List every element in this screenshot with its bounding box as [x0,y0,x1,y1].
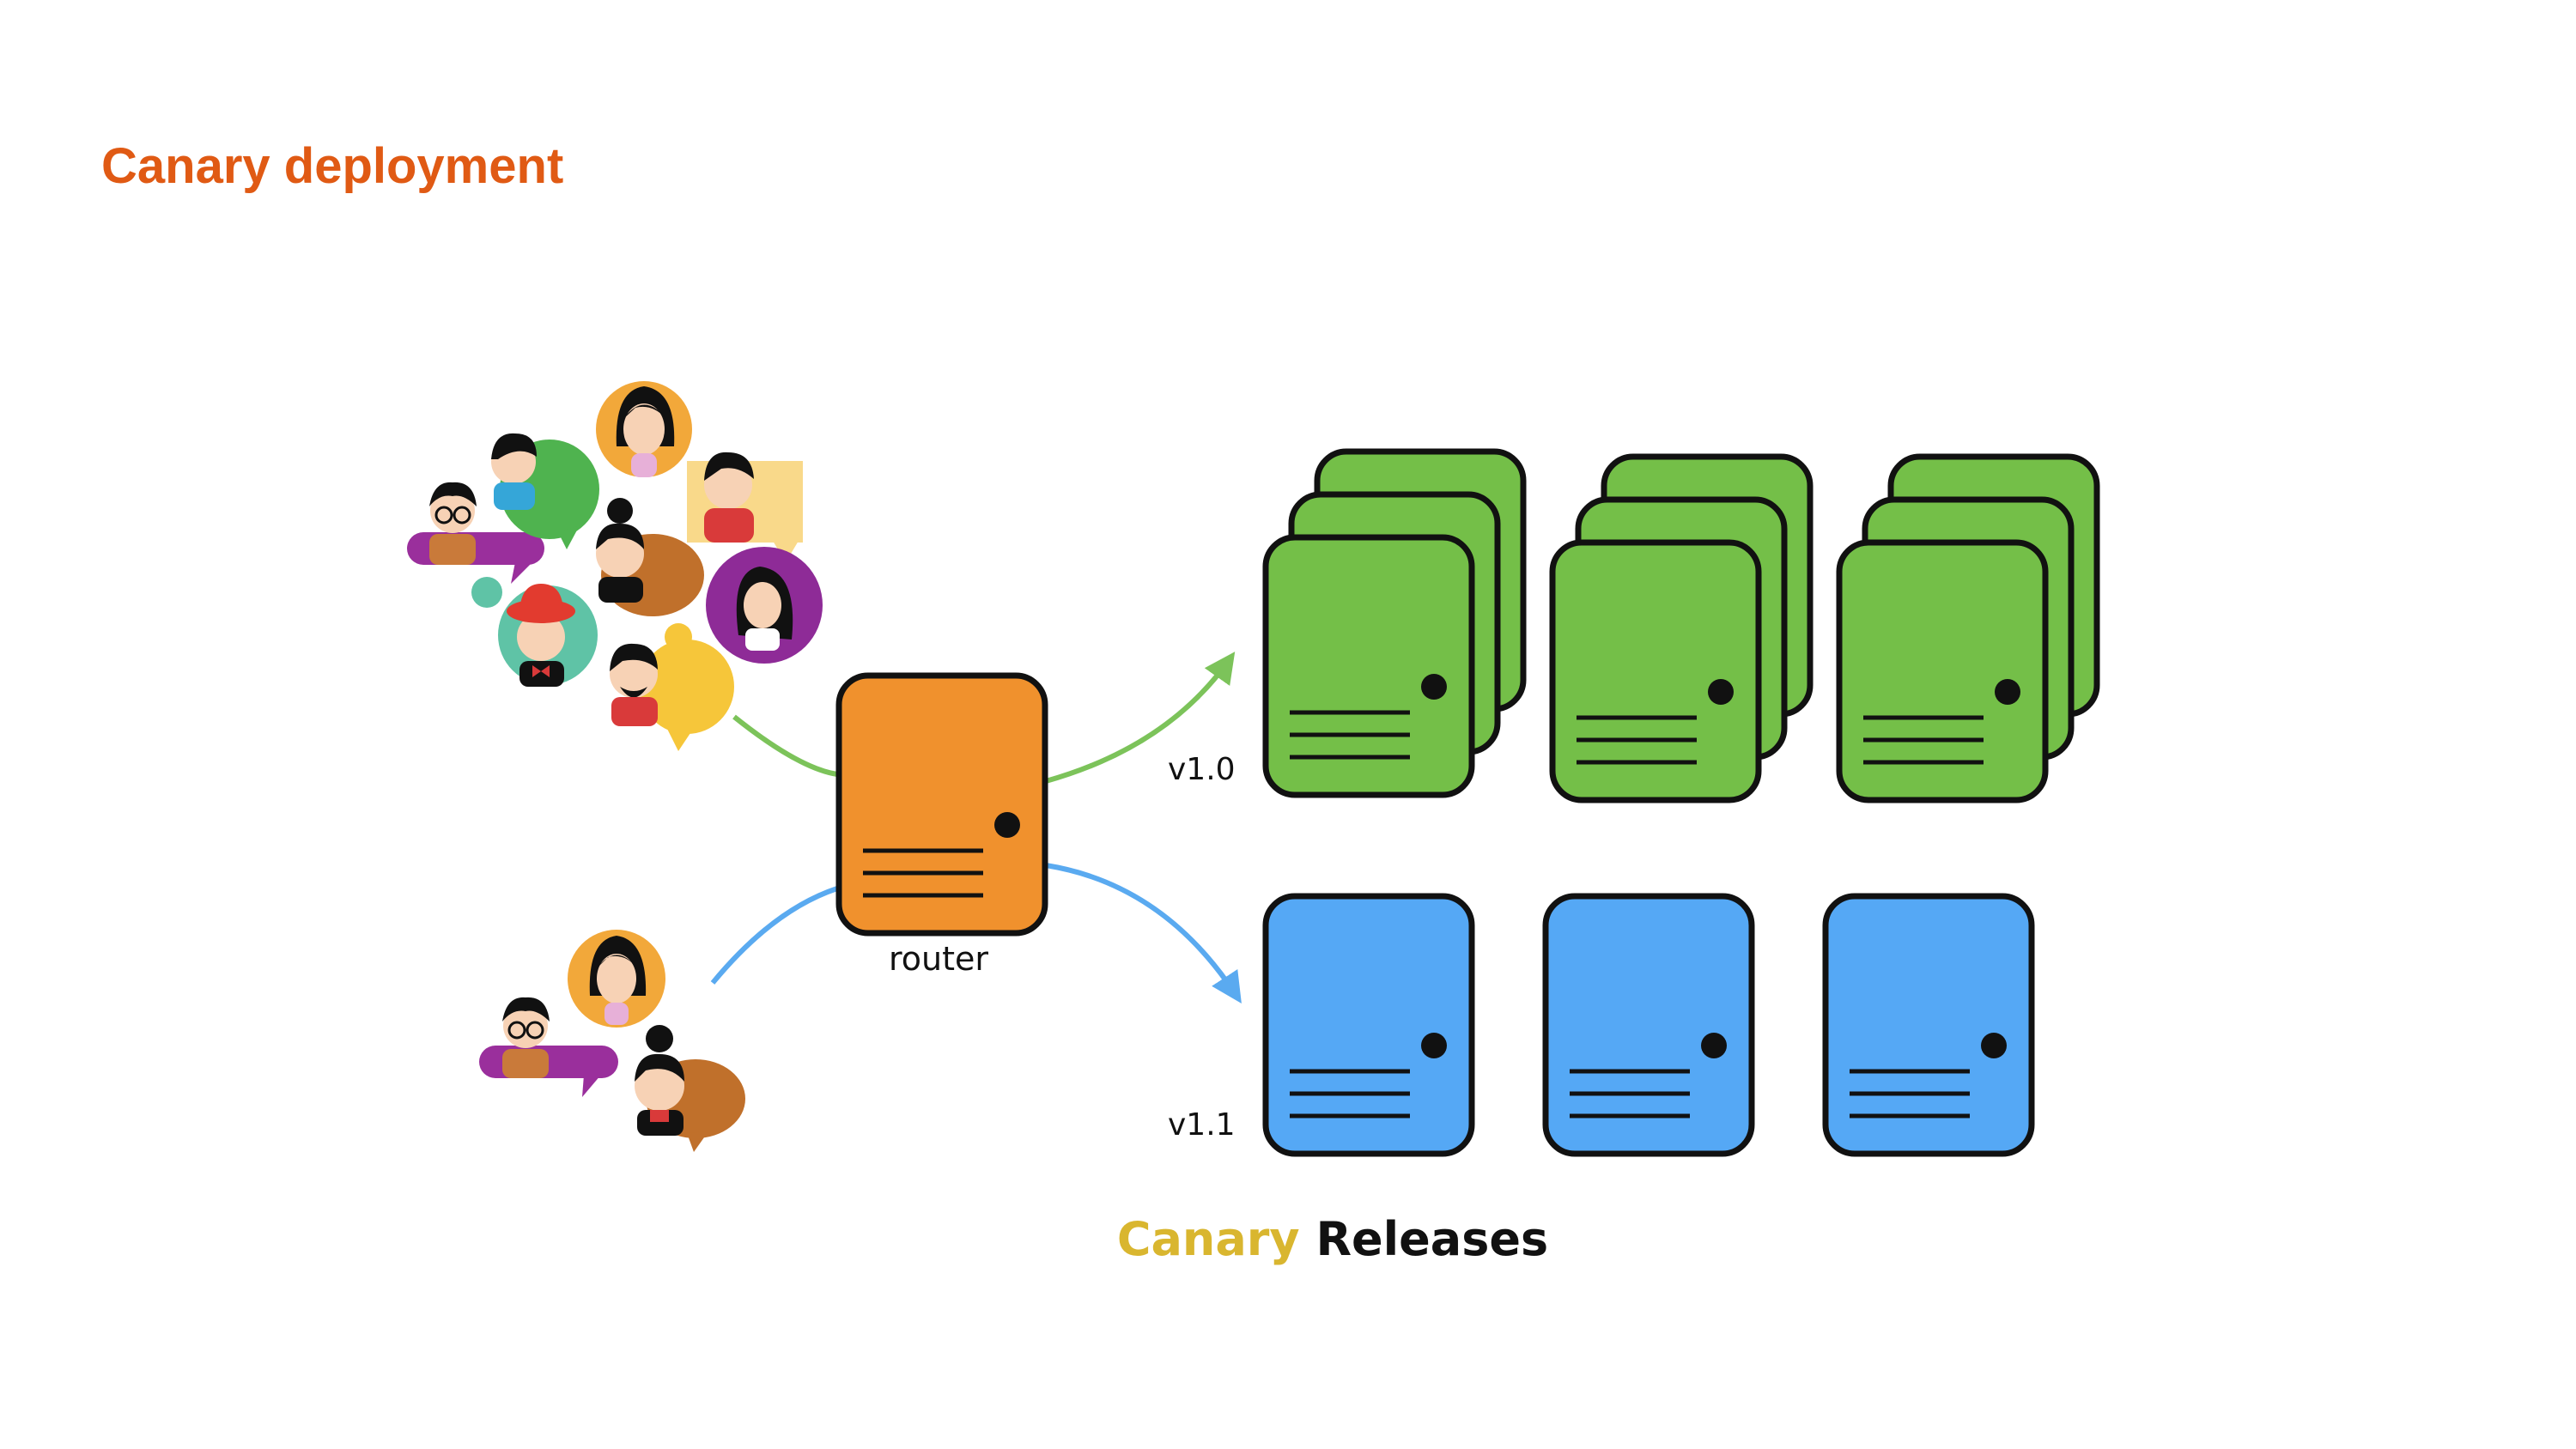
canary-server-2 [1546,896,1752,1154]
version-label-v1-1: v1.1 [1168,1107,1236,1143]
avatar-woman-bun [635,1025,684,1136]
server-stack-1 [1266,452,1523,795]
avatar-woman-long-hair [616,386,675,477]
avatar-man-glasses [429,482,477,565]
version-label-v1-0: v1.0 [1168,752,1236,787]
avatar-man-angry [704,452,754,543]
speech-bubble [640,640,734,734]
canary-server-3 [1826,896,2032,1154]
canary-users-to-router-arrow [710,886,838,985]
users-to-router-arrow [732,714,838,777]
router-to-v1-0-arrow [1045,652,1236,784]
avatar-boy [491,433,537,510]
router-icon [839,676,1045,933]
user-group-stable [407,381,823,751]
slide-title: Canary deployment [101,138,564,194]
router-to-v1-1-arrow [1045,863,1242,1004]
diagram-caption: Canary Releases [0,1212,2576,1266]
server-stack-2 [1552,457,1810,800]
router-label: router [889,940,988,978]
canary-server-1 [1266,896,1472,1154]
avatar-man-glasses [502,997,550,1078]
avatar-man-beard [610,643,658,726]
caption-releases: Releases [1315,1212,1549,1266]
avatar-woman-long-hair [589,936,647,1025]
caption-canary: Canary [1116,1212,1300,1266]
avatar-woman-curly [736,567,793,651]
avatar-man-red-hat [507,584,575,687]
user-group-canary [479,930,745,1152]
server-stack-3 [1839,457,2097,800]
avatar-woman-bun [596,498,644,603]
